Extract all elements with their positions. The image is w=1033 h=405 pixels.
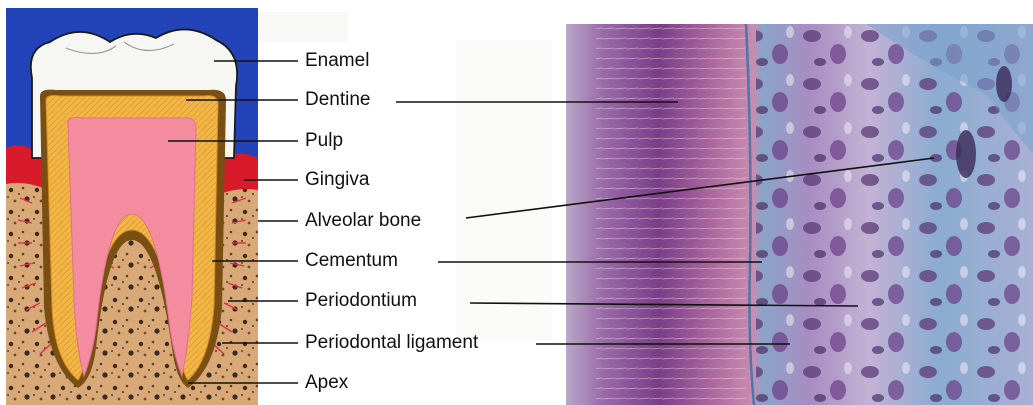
label-enamel: Enamel (305, 50, 369, 72)
label-cementum: Cementum (305, 250, 398, 272)
background-patch (456, 40, 552, 340)
dentine-tubules (596, 24, 746, 405)
label-periodontium: Periodontium (305, 290, 417, 312)
label-alveolar-bone: Alveolar bone (305, 210, 421, 232)
osteocyte (956, 130, 976, 178)
label-dentine: Dentine (305, 89, 371, 111)
background-patch (258, 12, 348, 42)
tooth-illustration (6, 8, 258, 405)
label-periodontal-ligament: Periodontal ligament (305, 332, 478, 354)
label-pulp: Pulp (305, 130, 343, 152)
osteocyte (996, 66, 1012, 102)
histology-micrograph (566, 24, 1033, 405)
label-gingiva: Gingiva (305, 169, 369, 191)
label-apex: Apex (305, 372, 348, 394)
